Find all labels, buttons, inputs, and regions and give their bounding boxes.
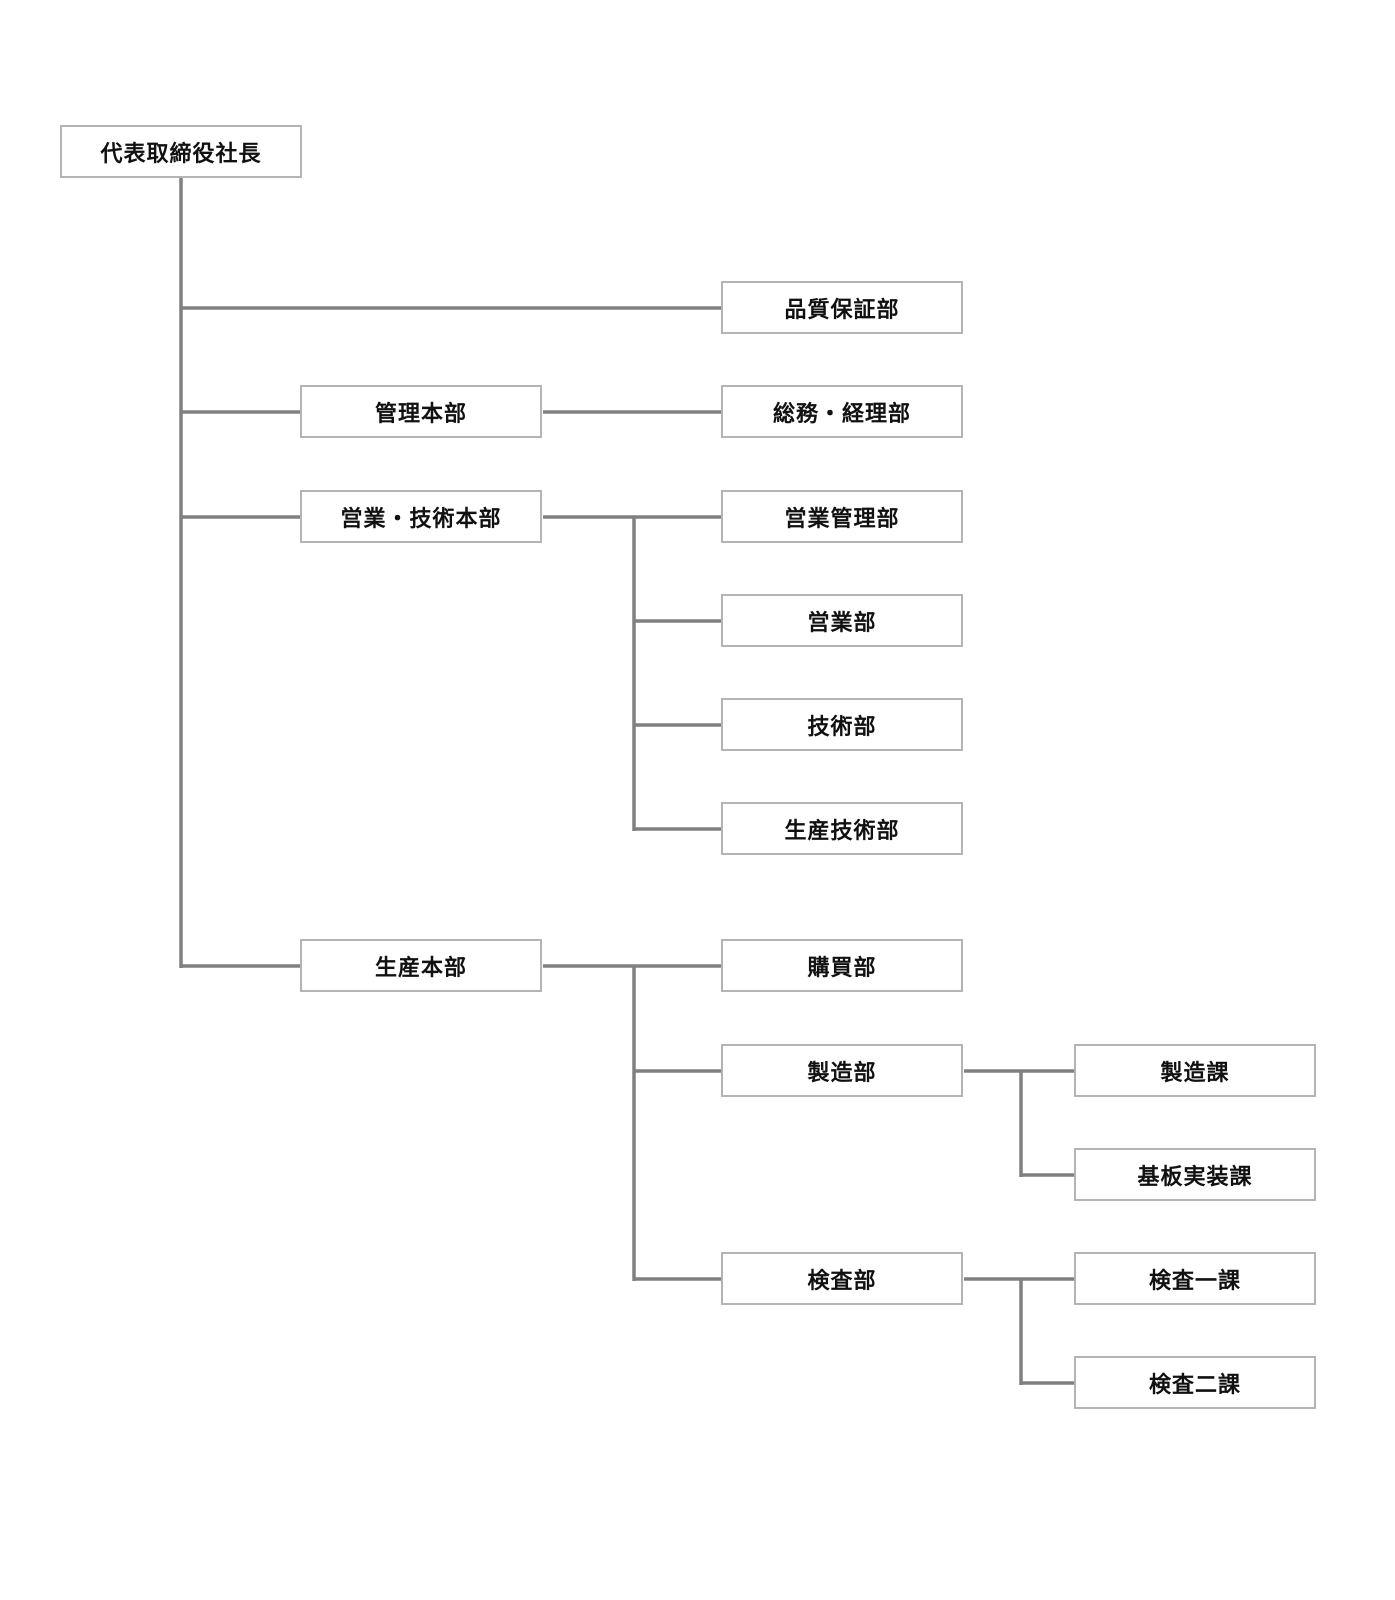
node-inspection-section-2: 検査二課 [1074,1356,1316,1409]
node-president: 代表取締役社長 [60,125,302,178]
node-inspection: 検査部 [721,1252,963,1305]
node-purchasing: 購買部 [721,939,963,992]
node-production-hq: 生産本部 [300,939,542,992]
node-general-affairs-accounting: 総務・経理部 [721,385,963,438]
node-manufacturing: 製造部 [721,1044,963,1097]
node-quality-assurance: 品質保証部 [721,281,963,334]
node-manufacturing-section: 製造課 [1074,1044,1316,1097]
node-sales-management: 営業管理部 [721,490,963,543]
node-sales: 営業部 [721,594,963,647]
node-inspection-section-1: 検査一課 [1074,1252,1316,1305]
node-pcb-assembly-section: 基板実装課 [1074,1148,1316,1201]
node-admin-hq: 管理本部 [300,385,542,438]
node-sales-tech-hq: 営業・技術本部 [300,490,542,543]
node-engineering: 技術部 [721,698,963,751]
node-production-engineering: 生産技術部 [721,802,963,855]
